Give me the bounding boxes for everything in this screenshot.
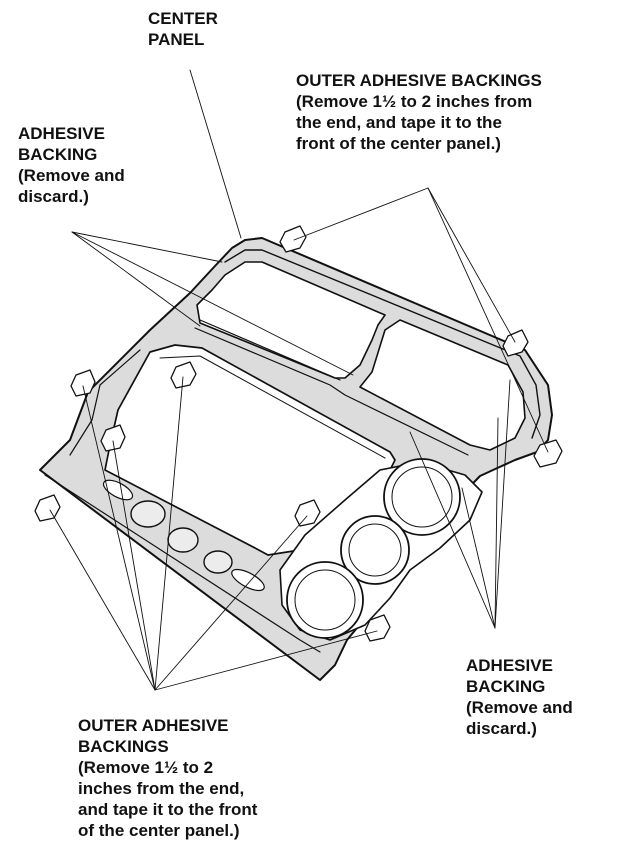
cup-holder-2-inner	[348, 523, 402, 577]
cup-holders	[279, 458, 483, 641]
label-line: BACKING	[18, 145, 98, 164]
leader-outer-top-2	[427, 187, 516, 343]
leader-adhesive-right-3	[494, 417, 499, 629]
left-frame-inner	[69, 349, 141, 456]
adhesive-tab-icon	[100, 424, 126, 452]
label-line: the end, and tape it to the	[296, 113, 502, 132]
leader-adhesive-right-2	[494, 379, 511, 629]
leader-outer-bottom-2	[82, 385, 156, 691]
leader-outer-top-3	[427, 187, 549, 453]
leader-adhesive-right-1	[409, 431, 496, 629]
leader-lines	[49, 69, 549, 691]
adhesive-tab-icon	[502, 329, 529, 357]
switch-slot-1	[102, 479, 134, 501]
upper-left-opening	[196, 261, 386, 379]
cup-holder-2	[340, 515, 410, 585]
leader-center-panel	[189, 69, 242, 239]
screen-inner-edge	[159, 355, 386, 459]
cup-holder-3-inner	[294, 569, 356, 631]
cup-holder-1-inner	[391, 466, 453, 528]
knob-2	[167, 527, 199, 553]
label-line: CENTER	[148, 9, 218, 28]
label-line: PANEL	[148, 30, 205, 49]
knob-1	[130, 500, 166, 528]
leader-outer-bottom-6	[154, 630, 378, 691]
leader-outer-top-1	[293, 187, 429, 241]
adhesive-tab-icon	[533, 439, 563, 468]
label-adhesive-left: ADHESIVE BACKING (Remove and discard.)	[18, 123, 125, 207]
adhesive-tab-icon	[364, 614, 391, 642]
leader-outer-bottom-5	[154, 515, 308, 691]
button-row	[102, 479, 265, 592]
label-line: front of the center panel.)	[296, 134, 501, 153]
adhesive-tab-icon	[70, 369, 96, 397]
panel-top-rim	[224, 249, 541, 439]
leader-outer-bottom-4	[112, 440, 156, 691]
label-line: (Remove 1½ to 2	[78, 758, 214, 777]
leader-adhesive-left-1	[71, 231, 223, 263]
adhesive-tab-icon	[170, 361, 197, 389]
label-outer-adhesive-top: OUTER ADHESIVE BACKINGS (Remove 1½ to 2 …	[296, 70, 542, 154]
leader-adhesive-left-2	[71, 231, 354, 376]
divider-strip	[194, 319, 469, 456]
label-line: OUTER ADHESIVE BACKINGS	[296, 71, 542, 90]
knob-3	[203, 550, 233, 574]
label-line: inches from the end,	[78, 779, 245, 798]
adhesive-tab-icon	[34, 494, 61, 522]
label-line: ADHESIVE	[466, 656, 553, 675]
switch-slot-2	[231, 568, 265, 592]
leader-adhesive-right-4	[461, 487, 496, 629]
adhesive-tabs	[34, 225, 563, 642]
label-line: and tape it to the front	[78, 800, 258, 819]
adhesive-tab-icon	[294, 499, 321, 527]
leader-adhesive-left-3	[71, 231, 201, 327]
label-line: BACKING	[466, 677, 546, 696]
label-line: (Remove and	[18, 166, 125, 185]
upper-right-opening	[359, 319, 526, 451]
label-center-panel: CENTER PANEL	[148, 8, 218, 50]
leader-outer-bottom-1	[49, 509, 156, 691]
cup-holder-3	[286, 561, 364, 639]
label-line: BACKINGS	[78, 737, 169, 756]
label-adhesive-right: ADHESIVE BACKING (Remove and discard.)	[466, 655, 573, 739]
label-line: OUTER ADHESIVE	[78, 716, 229, 735]
label-line: (Remove 1½ to 2 inches from	[296, 92, 533, 111]
label-line: discard.)	[466, 719, 537, 738]
adhesive-tab-icon	[279, 225, 307, 253]
label-outer-adhesive-bottom: OUTER ADHESIVE BACKINGS (Remove 1½ to 2 …	[78, 715, 257, 841]
center-panel	[39, 237, 553, 681]
label-line: (Remove and	[466, 698, 573, 717]
label-line: of the center panel.)	[78, 821, 240, 840]
label-line: ADHESIVE	[18, 124, 105, 143]
label-line: discard.)	[18, 187, 89, 206]
leader-outer-bottom-3	[154, 376, 184, 691]
